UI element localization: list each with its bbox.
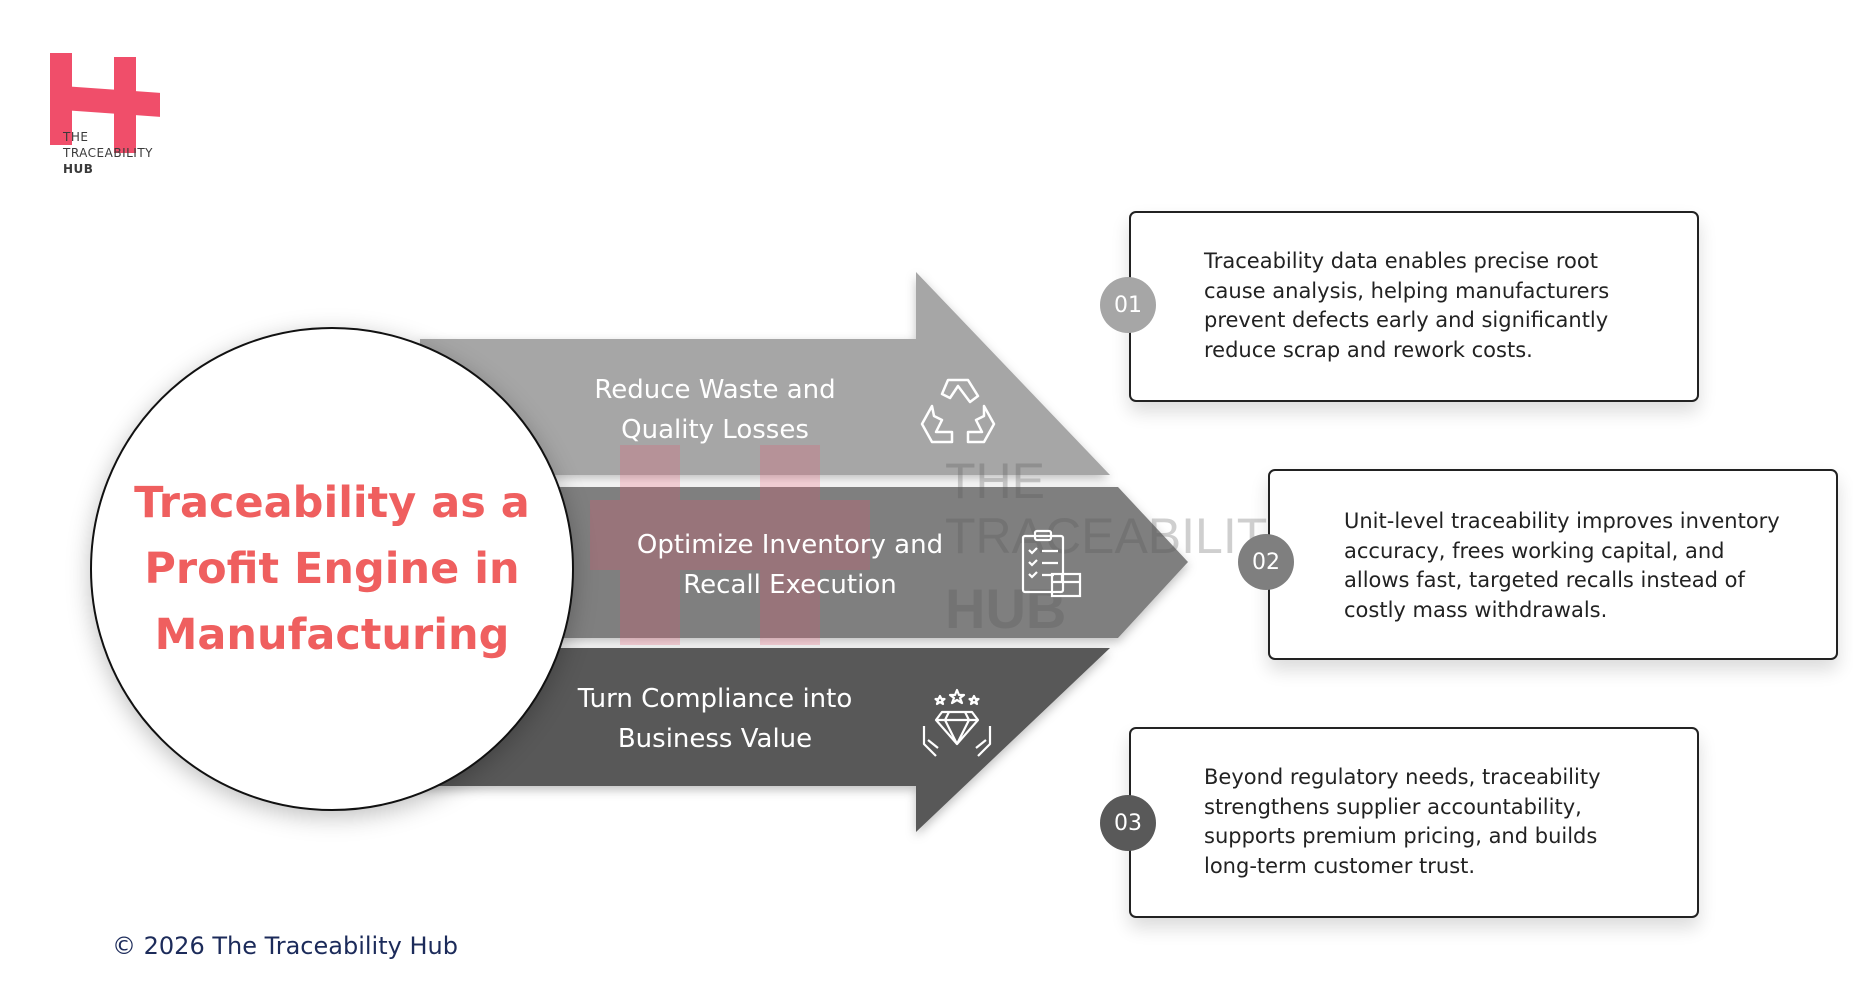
- watermark-logo-icon: [590, 445, 870, 645]
- watermark-text-hub: HUB: [945, 577, 1066, 640]
- arrow-3-label-line2: Business Value: [617, 724, 813, 754]
- logo-text-hub: HUB: [63, 162, 94, 176]
- arrow-3-shape: [420, 648, 1110, 832]
- card-03-line: strengthens supplier accountability,: [1204, 794, 1582, 819]
- card-01-line: cause analysis, helping manufacturers: [1204, 278, 1610, 303]
- card-01: [1129, 211, 1699, 402]
- arrow-2-label-line1: Optimize Inventory and: [636, 530, 944, 560]
- arrow-1-label: Reduce Waste and Quality Losses: [555, 370, 875, 450]
- arrow-3-label-line1: Turn Compliance into: [577, 684, 853, 714]
- card-02-line: costly mass withdrawals.: [1344, 597, 1608, 622]
- logo-text-the: THE: [63, 130, 89, 144]
- arrow-1-label-line1: Reduce Waste and: [594, 375, 836, 405]
- card-03-line: Beyond regulatory needs, traceability: [1204, 765, 1601, 789]
- card-03: [1129, 727, 1699, 918]
- card-03-line: long-term customer trust.: [1204, 853, 1476, 878]
- copyright: © 2026 The Traceability Hub: [112, 932, 458, 960]
- center-circle: Traceability as a Profit Engine in Manuf…: [90, 327, 574, 811]
- card-03-line: supports premium pricing, and builds: [1204, 824, 1598, 848]
- arrow-2-label-line2: Recall Execution: [683, 570, 897, 600]
- card-02-line: Unit-level traceability improves invento…: [1344, 509, 1780, 533]
- card-01-badge: 01: [1100, 277, 1156, 333]
- arrow-3-label: Turn Compliance into Business Value: [555, 679, 875, 759]
- logo-text-traceability: TRACEABILITY: [63, 146, 154, 160]
- card-02-line: accuracy, frees working capital, and: [1344, 538, 1725, 563]
- arrow-2-shape: [420, 487, 1188, 638]
- diamond-hands-icon: [922, 688, 992, 757]
- arrow-1-shape: [420, 272, 1110, 475]
- card-01-text: Traceability data enables precise root c…: [1204, 247, 1609, 365]
- card-03-text: Beyond regulatory needs, traceability st…: [1204, 763, 1601, 881]
- card-01-line: prevent defects early and significantly: [1204, 308, 1609, 332]
- card-02-line: allows fast, targeted recalls instead of: [1344, 568, 1745, 592]
- card-02: [1268, 469, 1838, 660]
- card-01-line: Traceability data enables precise root: [1204, 249, 1598, 273]
- arrow-1-label-line2: Quality Losses: [621, 415, 809, 445]
- card-02-badge: 02: [1238, 534, 1294, 590]
- watermark-text-the: THE: [945, 453, 1045, 509]
- center-title: Traceability as a Profit Engine in Manuf…: [134, 478, 530, 660]
- inventory-checklist-icon: [1021, 529, 1082, 598]
- arrow-2-label: Optimize Inventory and Recall Execution: [620, 525, 960, 605]
- card-03-badge: 03: [1100, 795, 1156, 851]
- recycle-icon: [920, 378, 996, 444]
- hub-logo-icon: [50, 53, 160, 153]
- card-02-text: Unit-level traceability improves invento…: [1344, 507, 1780, 625]
- card-01-line: reduce scrap and rework costs.: [1204, 337, 1533, 362]
